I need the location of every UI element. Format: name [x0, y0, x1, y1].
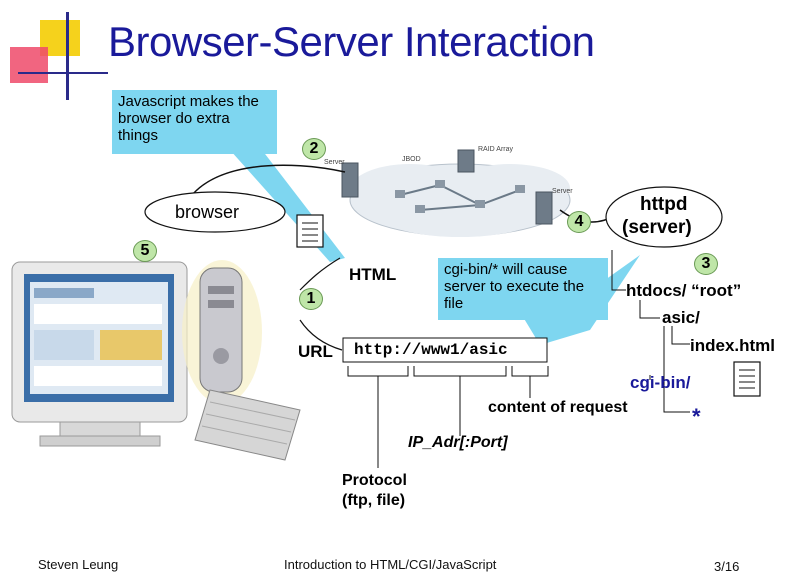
- callout-javascript: Javascript makes the browser do extra th…: [112, 90, 277, 154]
- directory-tree-lines: [611, 250, 690, 413]
- url-content-label: content of request: [488, 399, 628, 416]
- logo-red-square: [10, 47, 48, 83]
- server-icon: [341, 149, 553, 225]
- browser-label: browser: [175, 202, 240, 222]
- step-3-badge: 3: [694, 253, 718, 275]
- server-label-line2: (server): [622, 217, 692, 238]
- url-label: URL: [298, 342, 333, 361]
- server-ellipse: [605, 186, 723, 248]
- html-arrow: [299, 257, 341, 291]
- slide-title: Browser-Server Interaction: [108, 18, 595, 65]
- url-protocol-label-line1: Protocol: [342, 472, 407, 489]
- keyboard-icon: [194, 389, 301, 461]
- cgi-document-icon: [733, 361, 761, 397]
- footer-page-number: 3/16: [714, 559, 740, 574]
- callout-cgi: cgi-bin/* will cause server to execute t…: [438, 258, 608, 320]
- network-jbod-label: JBOD: [402, 156, 421, 163]
- footer-author: Steven Leung: [38, 557, 119, 572]
- tree-root-label: htdocs/ “root”: [626, 281, 742, 300]
- step-4-badge: 4: [567, 211, 591, 233]
- url-arrow: [299, 319, 343, 351]
- logo-vertical-line: [66, 12, 69, 100]
- computer-monitor-icon: [11, 261, 188, 447]
- step-2-badge: 2: [302, 138, 326, 160]
- tree-cgibin-label: cgi-bin/: [630, 373, 691, 392]
- footer-course: Introduction to HTML/CGI/JavaScript: [284, 557, 497, 572]
- network-server-a-label: Server: [324, 159, 345, 166]
- html-document-icon: [296, 214, 324, 248]
- server-label-line1: httpd: [640, 194, 688, 215]
- url-protocol-label-line2: (ftp, file): [342, 492, 406, 509]
- network-raid-label: RAID Array: [478, 146, 514, 153]
- logo-horizontal-line: [18, 72, 108, 74]
- browser-ellipse: [144, 191, 286, 233]
- request-arc: [184, 164, 346, 206]
- network-server-b-label: Server: [552, 188, 573, 195]
- tree-star-label: *: [692, 404, 701, 429]
- url-brackets: [347, 366, 549, 468]
- tree-index-label: index.html: [690, 336, 776, 355]
- computer-tower-icon: [182, 260, 262, 404]
- tree-asic-label: asic/: [662, 308, 700, 327]
- url-box: [342, 337, 548, 363]
- network-cloud: [349, 163, 571, 237]
- step-5-badge: 5: [133, 240, 157, 262]
- html-label: HTML: [349, 265, 397, 284]
- url-ip-label: IP_Adr[:Port]: [408, 434, 508, 451]
- step-1-badge: 1: [299, 288, 323, 310]
- logo-decoration: [10, 12, 110, 102]
- url-value: http://www1/asic: [354, 341, 508, 359]
